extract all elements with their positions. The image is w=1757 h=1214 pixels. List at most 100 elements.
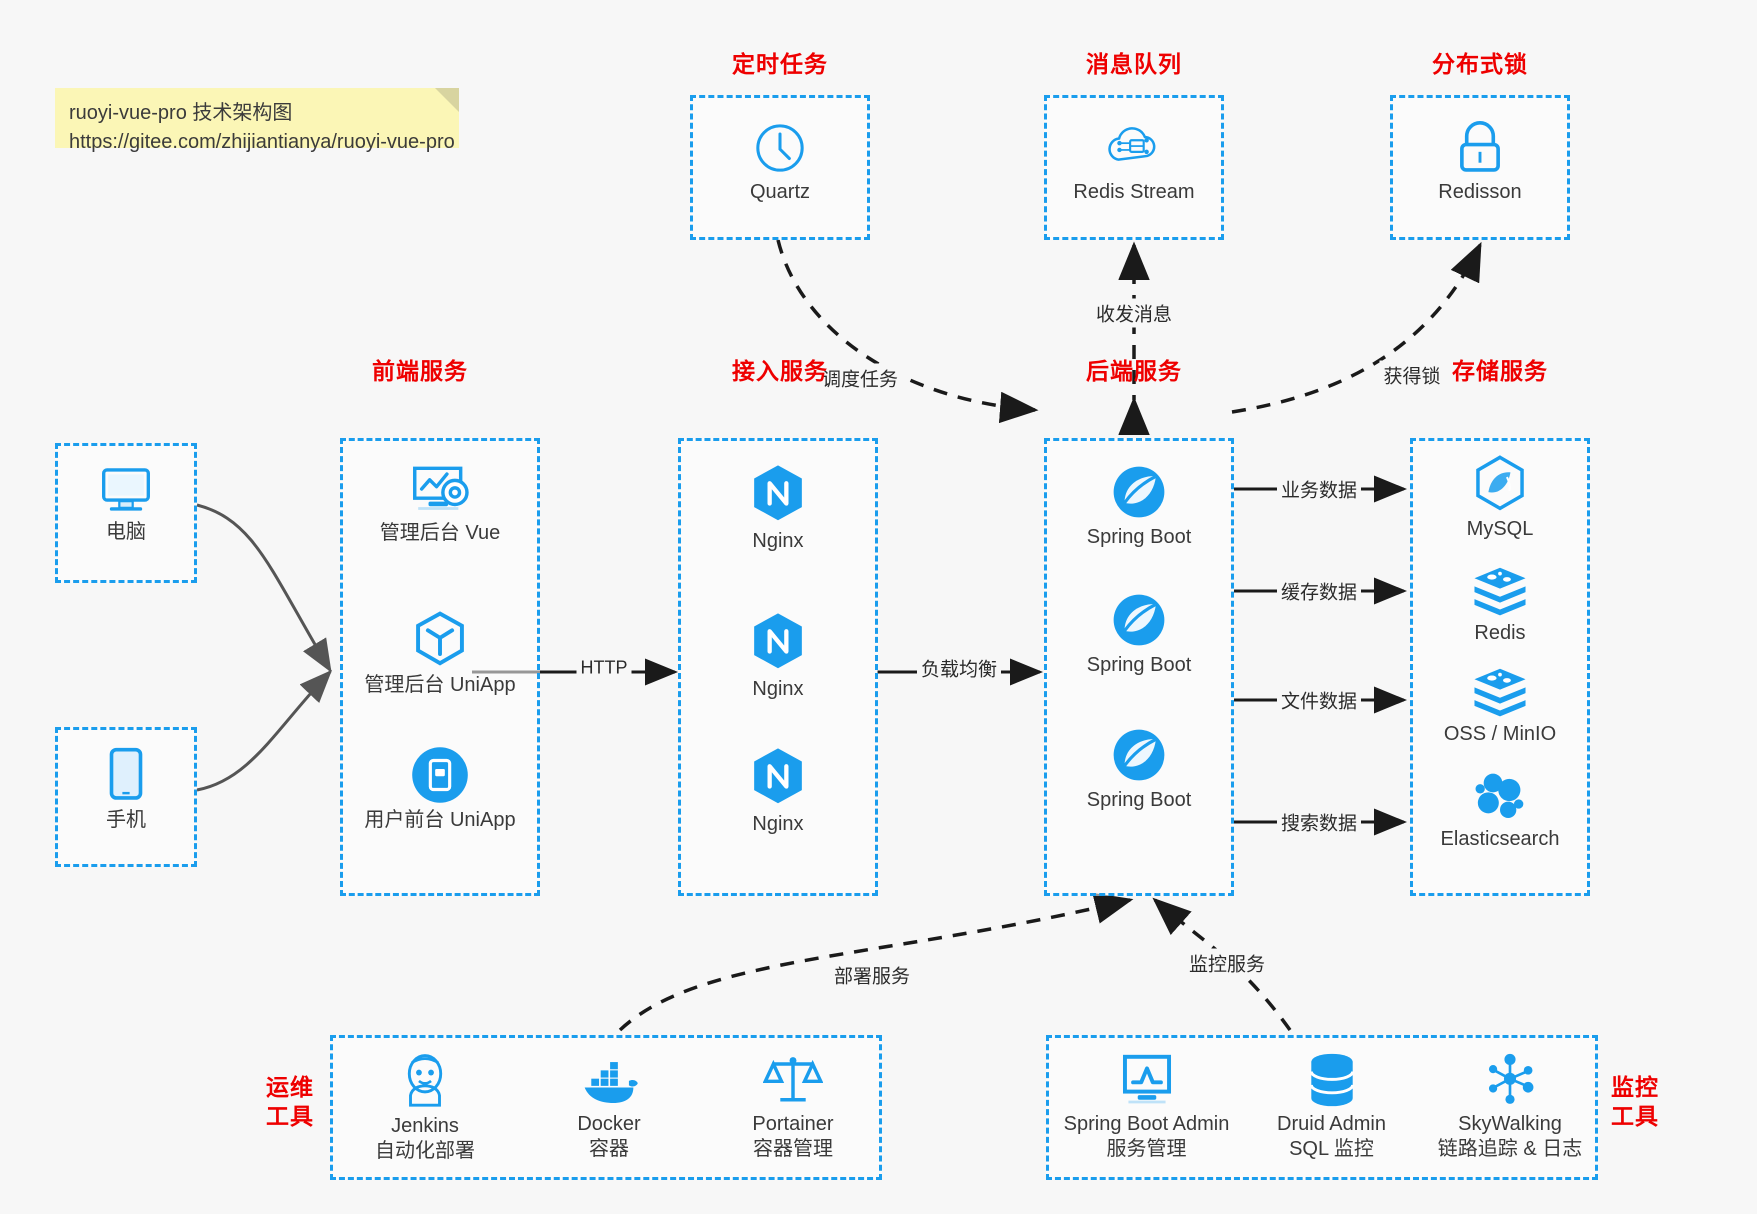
node-label: Nginx: [752, 678, 804, 700]
node-label: MySQL: [1466, 518, 1534, 540]
node-portainer[interactable]: Portainer 容器管理: [701, 1050, 885, 1162]
node-sublabel: 服务管理: [1106, 1138, 1187, 1160]
node-label: Spring Boot: [1086, 654, 1192, 676]
node-label: Spring Boot: [1086, 526, 1192, 548]
lock-icon: [1460, 121, 1500, 172]
node-sublabel: 自动化部署: [375, 1140, 475, 1162]
node-redisson[interactable]: Redisson: [1393, 118, 1567, 205]
redis-icon: [1474, 668, 1526, 717]
node-label: 用户前台 UniApp: [364, 809, 516, 831]
node-admin-uniapp[interactable]: 管理后台 UniApp: [343, 609, 537, 698]
node-label: Druid Admin: [1277, 1113, 1386, 1135]
node-label: Elasticsearch: [1440, 828, 1560, 850]
node-spring-boot-admin[interactable]: Spring Boot Admin 服务管理: [1049, 1052, 1244, 1162]
edge-label-file-data: 文件数据: [1276, 685, 1362, 715]
group-title-gateway: 接入服务: [732, 358, 828, 384]
desktop-icon: [102, 468, 150, 511]
node-label: 电脑: [106, 521, 146, 543]
note-line-1: ruoyi-vue-pro 技术架构图: [69, 102, 293, 124]
jenkins-icon: [407, 1054, 443, 1107]
node-label: Redis: [1474, 622, 1526, 644]
node-quartz[interactable]: Quartz: [693, 120, 867, 205]
mobile-icon: [109, 747, 143, 800]
node-mysql[interactable]: MySQL: [1413, 455, 1587, 542]
group-box-frontend: 管理后台 Vue 管理后台 UniApp 用户前台 UniApp: [340, 438, 540, 896]
node-elasticsearch[interactable]: Elasticsearch: [1413, 771, 1587, 852]
mysql-icon: [1476, 455, 1524, 511]
node-nginx-3[interactable]: Nginx: [681, 746, 875, 837]
node-label: 管理后台 Vue: [379, 522, 501, 544]
node-skywalking[interactable]: SkyWalking 链路追踪 & 日志: [1419, 1052, 1601, 1162]
node-druid-admin[interactable]: Druid Admin SQL 监控: [1244, 1052, 1419, 1162]
group-box-client-mobile: 手机: [55, 727, 197, 867]
node-label: SkyWalking: [1458, 1113, 1562, 1135]
node-label: Nginx: [752, 530, 804, 552]
dashboard-gear-icon: [413, 466, 469, 510]
edge-label-schedule: 调度任务: [817, 363, 903, 393]
node-sublabel: 容器: [589, 1138, 629, 1160]
node-spring-boot-1[interactable]: Spring Boot: [1047, 463, 1231, 550]
redis-icon: [1474, 567, 1526, 616]
node-redis-stream[interactable]: Redis Stream: [1047, 120, 1221, 205]
edge-label-http: HTTP: [576, 656, 632, 680]
group-box-backend: Spring Boot Spring Boot Spring Boot: [1044, 438, 1234, 896]
group-box-gateway: Nginx Nginx Nginx: [678, 438, 878, 896]
group-title-monitor: 监控 工具: [1600, 1073, 1670, 1131]
spring-boot-icon: [1113, 729, 1165, 781]
node-label: OSS / MinIO: [1443, 723, 1557, 745]
group-box-scheduled-task: Quartz: [690, 95, 870, 240]
node-nginx-2[interactable]: Nginx: [681, 611, 875, 702]
group-box-distributed-lock: Redisson: [1390, 95, 1570, 240]
node-admin-vue[interactable]: 管理后台 Vue: [343, 461, 537, 546]
node-label: Nginx: [752, 813, 804, 835]
group-box-devops: Jenkins 自动化部署 Docker 容器: [330, 1035, 882, 1180]
node-oss-minio[interactable]: OSS / MinIO: [1413, 666, 1587, 747]
node-mobile[interactable]: 手机: [58, 746, 194, 833]
edge-label-deploy: 部署服务: [829, 960, 915, 990]
title-note: ruoyi-vue-pro 技术架构图 https://gitee.com/zh…: [55, 88, 459, 153]
node-label: Jenkins: [391, 1115, 459, 1137]
node-sublabel: 链路追踪 & 日志: [1437, 1138, 1583, 1160]
group-title-message-queue: 消息队列: [1086, 51, 1182, 77]
nginx-icon: [754, 613, 802, 669]
database-icon: [1309, 1053, 1354, 1107]
edge-label-monitoring: 监控服务: [1184, 948, 1270, 978]
node-label: Spring Boot Admin: [1063, 1113, 1230, 1135]
node-docker[interactable]: Docker 容器: [517, 1056, 701, 1162]
node-label: Quartz: [749, 181, 811, 203]
node-spring-boot-2[interactable]: Spring Boot: [1047, 591, 1231, 678]
node-spring-boot-3[interactable]: Spring Boot: [1047, 726, 1231, 813]
cloud-stream-icon: [1108, 127, 1156, 161]
node-redis[interactable]: Redis: [1413, 565, 1587, 646]
group-box-message-queue: Redis Stream: [1044, 95, 1224, 240]
elasticsearch-icon: [1475, 773, 1524, 818]
app-window-icon: [412, 747, 468, 803]
monitor-chart-icon: [1122, 1054, 1171, 1104]
group-title-backend: 后端服务: [1086, 358, 1182, 384]
note-line-2: https://gitee.com/zhijiantianya/ruoyi-vu…: [69, 131, 455, 153]
node-desktop[interactable]: 电脑: [58, 464, 194, 545]
node-nginx-1[interactable]: Nginx: [681, 463, 875, 554]
nginx-icon: [754, 748, 802, 804]
group-title-devops-line2: 工具: [266, 1102, 314, 1129]
edge-label-load-balance: 负载均衡: [916, 653, 1002, 683]
node-jenkins[interactable]: Jenkins 自动化部署: [333, 1052, 517, 1164]
edge-mobile-to-frontend: [196, 669, 333, 792]
edge-desktop-to-frontend: [196, 503, 332, 673]
docker-icon: [584, 1062, 638, 1104]
node-label: Spring Boot: [1086, 789, 1192, 811]
nginx-icon: [754, 465, 802, 521]
note-fold-icon: [435, 88, 459, 112]
spring-boot-icon: [1113, 594, 1165, 646]
group-title-monitor-line1: 监控: [1611, 1074, 1659, 1100]
skywalking-icon: [1488, 1053, 1534, 1104]
node-label: Redisson: [1438, 181, 1522, 203]
node-sublabel: SQL 监控: [1289, 1138, 1374, 1160]
cube-icon: [416, 611, 464, 666]
node-label: Redis Stream: [1073, 181, 1195, 203]
node-label: 手机: [106, 809, 146, 831]
node-user-uniapp[interactable]: 用户前台 UniApp: [343, 746, 537, 833]
group-title-monitor-line2: 工具: [1611, 1102, 1659, 1129]
edge-label-search-data: 搜索数据: [1276, 807, 1362, 837]
